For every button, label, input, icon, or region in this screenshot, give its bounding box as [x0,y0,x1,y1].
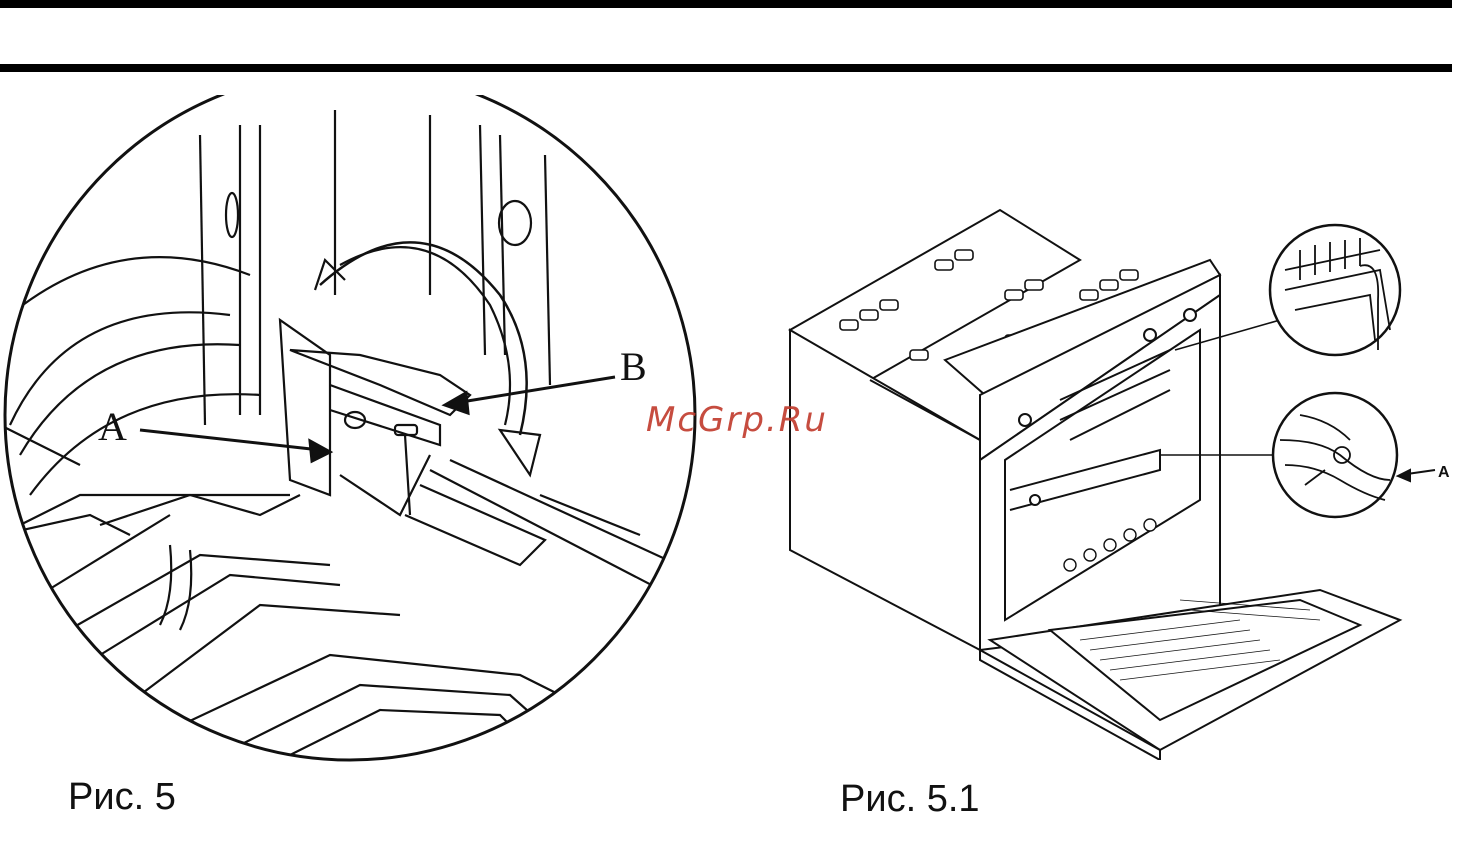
figure-5-illustration: A B [0,95,720,785]
header-rule-bottom [0,64,1452,72]
callout-a-label: A [98,404,127,449]
watermark-text: McGrp.Ru [646,400,828,440]
callout-a-label-5-1: A [1438,464,1450,481]
figure-5-1-illustration: A [780,200,1460,760]
header-rule-top [0,0,1452,8]
figure-5-1-caption: Рис. 5.1 [840,778,980,821]
callout-b-label: B [620,344,647,389]
figure-5-caption: Рис. 5 [68,776,176,819]
